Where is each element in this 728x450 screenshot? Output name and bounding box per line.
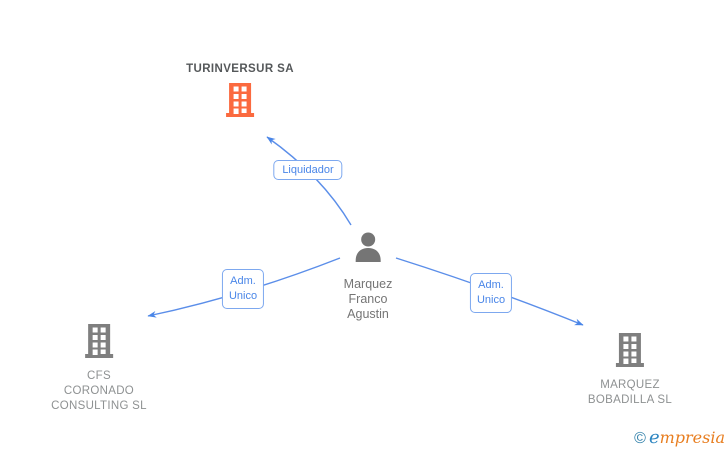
person-icon (349, 231, 386, 272)
company-name-turinversur: TURINVERSUR SA (186, 63, 294, 75)
edge-label-adm-unico-left[interactable]: Adm. Unico (221, 269, 265, 309)
edge-label-adm-unico-right[interactable]: Adm. Unico (469, 273, 513, 313)
building-icon (225, 83, 255, 122)
company-node-marquez-bobadilla[interactable]: MARQUEZ BOBADILLA SL (588, 333, 672, 408)
person-node-marquez-franco-agustin[interactable]: Marquez Franco Agustin (343, 231, 393, 322)
company-name-cfs: CFS CORONADO CONSULTING SL (51, 370, 147, 412)
empresia-brand-text: empresia (648, 427, 725, 448)
company-node-cfs-coronado-consulting[interactable]: CFS CORONADO CONSULTING SL (51, 324, 147, 413)
company-name-marquez-bobadilla: MARQUEZ BOBADILLA SL (587, 379, 673, 406)
building-icon (615, 333, 645, 372)
edge-liquidador (266, 136, 352, 226)
building-icon (84, 324, 114, 363)
edge-label-liquidador[interactable]: Liquidador (273, 160, 343, 180)
person-name: Marquez Franco Agustin (343, 277, 393, 321)
copyright-icon: © (634, 430, 646, 447)
company-node-turinversur[interactable]: TURINVERSUR SA (186, 63, 294, 122)
empresia-logo[interactable]: ©empresia (634, 427, 725, 448)
